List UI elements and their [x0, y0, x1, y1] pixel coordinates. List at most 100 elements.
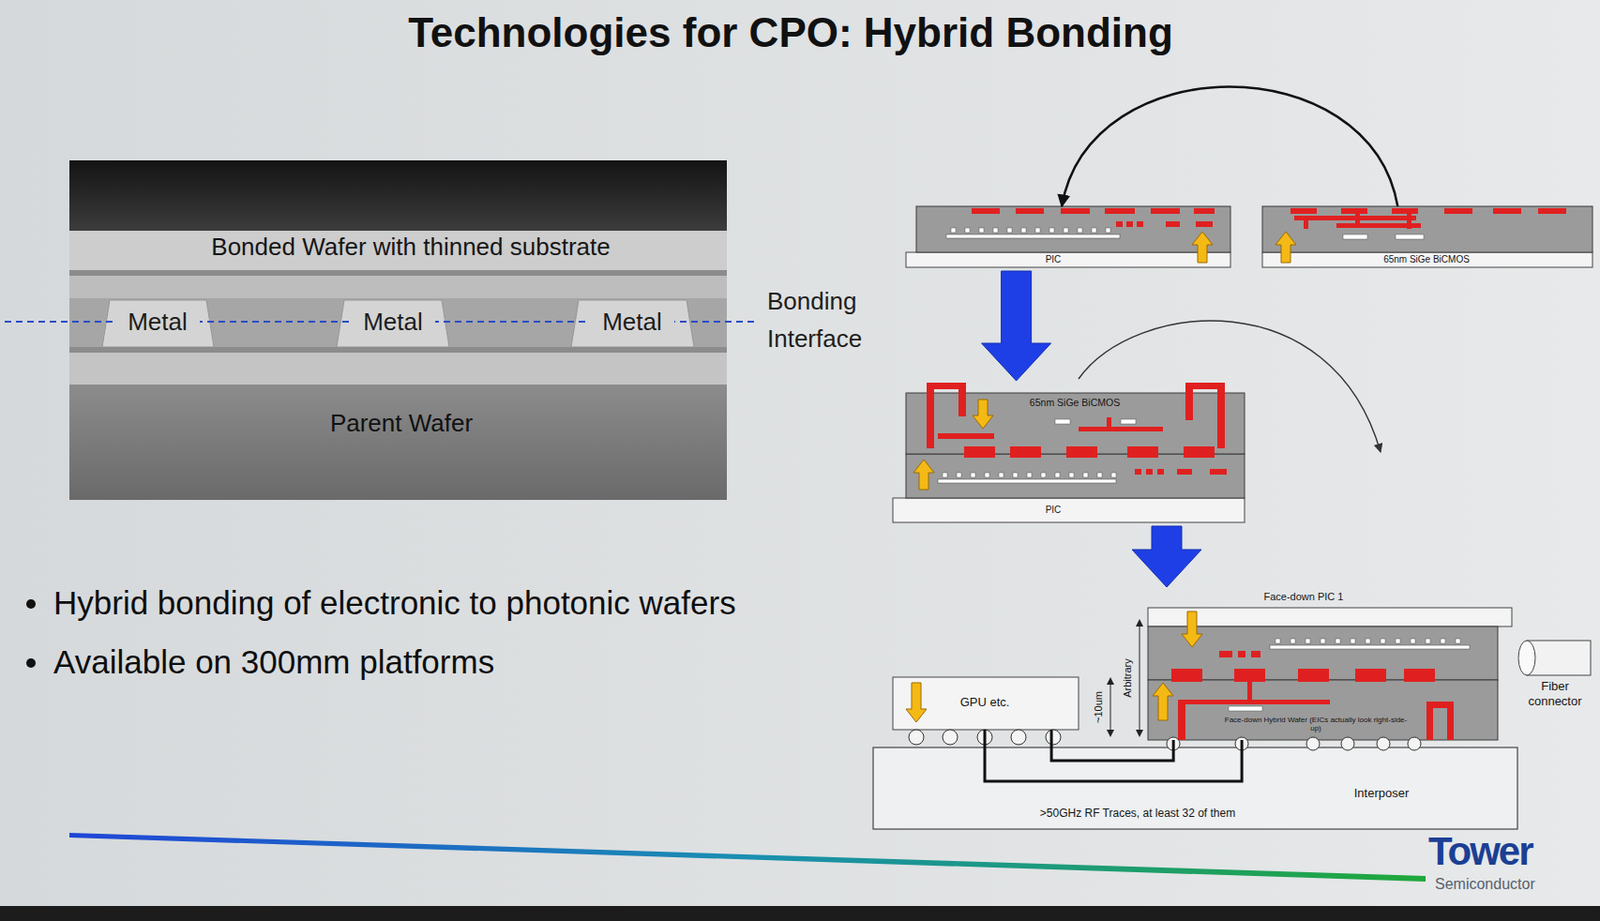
- face-down-pic-package-part: [1298, 668, 1329, 682]
- node-label: Fiber connector: [1517, 679, 1593, 710]
- metal-label: Metal: [350, 308, 436, 337]
- bonded-stack-part: [926, 382, 935, 449]
- face-down-pic-package-part: [1407, 737, 1421, 751]
- face-down-pic-package-part: [1341, 737, 1355, 751]
- pic-wafer-part: [1150, 208, 1180, 214]
- dimension-arrows-part: [1106, 677, 1115, 685]
- bonded-stack-part: [1134, 468, 1142, 475]
- bonded-stack: [892, 382, 1245, 523]
- photo-label: Bonded Wafer with thinned substrate: [166, 233, 655, 262]
- bullet-text: Hybrid bonding of electronic to photonic…: [53, 584, 898, 622]
- pic-wafer-part: [1193, 208, 1215, 214]
- face-down-pic-package-part: [1320, 638, 1326, 644]
- bonded-stack-part: [892, 498, 1245, 523]
- face-down-pic-package-part: [1147, 679, 1498, 740]
- face-down-pic-package-part: [1177, 699, 1186, 740]
- bonded-stack-part: [1097, 472, 1102, 478]
- package-box: Face-down PIC 1Face-down Hybrid Wafer (E…: [1147, 588, 1512, 740]
- face-down-pic-package-part: [1147, 607, 1512, 627]
- pic-wafer-part: [979, 227, 984, 233]
- bonded-stack-part: [1010, 446, 1042, 458]
- gpu-package-part: [1011, 729, 1027, 745]
- pic-wafer: [905, 206, 1231, 268]
- node-label: GPU etc.: [933, 695, 1037, 710]
- face-down-pic-package-part: [1179, 699, 1330, 705]
- bicmos-wafer-part: [1262, 252, 1593, 268]
- pic-wafer-part: [1165, 221, 1180, 227]
- bonded-stack-part: [998, 472, 1004, 478]
- face-down-pic-package-part: [1275, 638, 1281, 644]
- bonded-stack-part: [1157, 468, 1164, 475]
- pic-wafer-part: [916, 206, 1231, 253]
- bicmos-wafer: [1262, 206, 1593, 268]
- fiber-connector: Fiber connector: [1513, 637, 1597, 717]
- bicmos-wafer-part: [1395, 234, 1424, 240]
- bicmos-wafer-part: [1493, 208, 1522, 214]
- fiber-connector-drawing: [1518, 640, 1591, 676]
- bonded-stack-part: [1120, 419, 1136, 424]
- dimension-arrows-part: [1110, 682, 1112, 732]
- face-down-pic-package-part: [1395, 638, 1401, 644]
- face-down-pic-package-part: [1376, 737, 1390, 751]
- interposer-body-part: [873, 747, 1518, 830]
- pic-wafer-part: [946, 234, 1120, 239]
- bonded-stack-part: [1066, 446, 1098, 458]
- sem-photo: [69, 160, 727, 500]
- bonded-stack-part: [964, 446, 996, 458]
- face-down-pic-package-part: [1251, 650, 1261, 658]
- pic-wafer-part: [1035, 227, 1041, 233]
- sem-photo-part: [69, 298, 727, 348]
- gpu-package-part: [905, 682, 927, 723]
- face-down-pic-package-part: [1440, 638, 1446, 644]
- dimension-arrows-part: [1139, 624, 1141, 732]
- bonded-stack-part: [1146, 468, 1153, 475]
- face-down-pic-package-part: [1237, 650, 1246, 658]
- face-down-pic-package-part: [1305, 638, 1311, 644]
- node-label: 65nm SiGe BiCMOS: [1351, 254, 1502, 266]
- metal-label: Metal: [589, 308, 675, 337]
- sem-photo-part: [69, 384, 727, 500]
- bonded-stack-part: [1106, 417, 1112, 429]
- wafer-box: PIC: [905, 206, 1231, 268]
- fiber-connector-drawing-part: [1518, 640, 1536, 676]
- dimension-label: Arbitrary: [1121, 658, 1134, 698]
- face-down-pic-package-part: [1290, 638, 1296, 644]
- gpu-package-part: [892, 677, 1079, 730]
- wafer-box: 65nm SiGe BiCMOS: [1262, 206, 1593, 268]
- face-down-pic-package-part: [1425, 638, 1431, 644]
- pic-wafer-part: [971, 208, 1000, 214]
- pic-wafer-part: [1192, 231, 1213, 263]
- bonded-stack-part: [984, 472, 990, 478]
- pic-wafer-part: [1105, 227, 1111, 233]
- face-down-pic-package-part: [1219, 650, 1233, 658]
- face-down-pic-package-part: [1355, 668, 1387, 682]
- pic-wafer-part: [905, 252, 1231, 268]
- fiber-connector-drawing-part: [1526, 640, 1591, 676]
- face-down-pic-package-part: [1410, 638, 1416, 644]
- pic-wafer-part: [965, 227, 970, 233]
- sem-photo-part: [69, 352, 727, 385]
- face-down-pic-package-part: [1228, 706, 1263, 711]
- bicmos-wafer-part: [1406, 213, 1412, 229]
- bonded-stack-part: [1185, 382, 1193, 421]
- pic-wafer-part: [1063, 227, 1069, 233]
- node-label: PIC: [1025, 504, 1082, 516]
- pic-wafer-part: [1116, 221, 1123, 227]
- bonded-stack-box: 65nm SiGe BiCMOSPIC: [892, 382, 1245, 523]
- bonded-stack-part: [1026, 472, 1032, 478]
- face-down-pic-package-part: [1152, 682, 1174, 721]
- face-down-pic-package-part: [1306, 737, 1320, 751]
- rf-trace: [984, 729, 1242, 782]
- bullet-dot: [26, 599, 36, 609]
- face-down-pic-package-part: [1269, 645, 1470, 650]
- pic-wafer-part: [1021, 227, 1027, 233]
- footer-gradient-line: [69, 832, 1426, 882]
- bicmos-wafer-part: [1341, 208, 1368, 214]
- face-down-pic-package-part: [1447, 701, 1454, 740]
- pic-wafer-part: [1091, 227, 1097, 233]
- bonded-stack-part: [937, 479, 1117, 484]
